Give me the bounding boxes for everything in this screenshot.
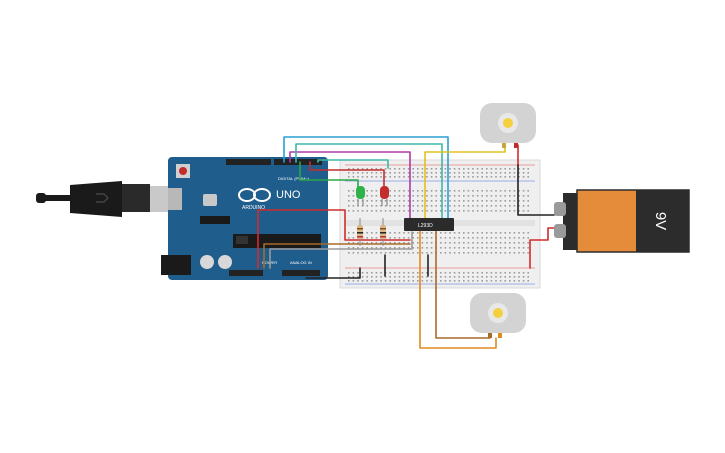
board-model: UNO — [276, 189, 301, 201]
wire-black-gnd — [305, 267, 361, 279]
resistor-2[interactable] — [380, 218, 386, 246]
wires — [257, 136, 559, 349]
usb-cable[interactable] — [36, 181, 176, 217]
battery-terminal-neg — [554, 202, 566, 216]
wire-orange — [419, 229, 497, 349]
battery-9v[interactable]: 9V — [554, 189, 690, 253]
motor-top[interactable] — [480, 103, 536, 148]
motor-driver-chip[interactable]: L293D — [404, 218, 454, 231]
analog-header — [282, 270, 320, 276]
battery-cap — [563, 193, 577, 250]
wire-green — [299, 161, 359, 191]
resistor-1[interactable] — [357, 218, 363, 246]
wire-yellow — [424, 144, 506, 223]
wire-teal-2 — [317, 159, 389, 169]
capacitor-icon — [218, 255, 232, 269]
arduino-logo — [238, 188, 271, 202]
reset-button[interactable] — [179, 167, 187, 175]
digital-label: DIGITAL (PWM~) — [278, 176, 310, 181]
dc-jack — [161, 255, 191, 275]
wire-purple — [289, 151, 411, 223]
wire-brown — [435, 229, 491, 339]
arduino-uno-board[interactable]: UNO ARDUINO DIGITAL (PWM~) POWER ANALOG … — [161, 157, 328, 280]
chip-label: L293D — [418, 223, 433, 229]
wire-power-red — [257, 209, 411, 269]
digital-header-left — [226, 159, 271, 165]
wire-teal — [295, 143, 443, 223]
red-led[interactable] — [380, 186, 389, 206]
board-brand: ARDUINO — [242, 205, 265, 211]
breadboard-holes — [348, 168, 529, 282]
motor-shaft-icon — [493, 308, 503, 318]
wire-red-bat — [529, 227, 559, 269]
wire-brown-2 — [263, 243, 411, 269]
power-header — [229, 270, 263, 276]
wire-blue — [283, 136, 449, 223]
battery-terminal-pos — [554, 224, 566, 238]
green-led[interactable] — [356, 186, 365, 206]
wire-black-bat — [517, 164, 555, 216]
usb-port — [168, 188, 182, 210]
motor-shaft-icon — [503, 118, 513, 128]
motor-bottom[interactable] — [470, 293, 526, 338]
wire-gray — [269, 231, 413, 269]
battery-label: 9V — [652, 212, 669, 230]
analog-label: ANALOG IN — [290, 260, 312, 265]
digital-header-right — [274, 159, 322, 165]
wire-red-led — [309, 161, 385, 191]
capacitor-icon — [200, 255, 214, 269]
